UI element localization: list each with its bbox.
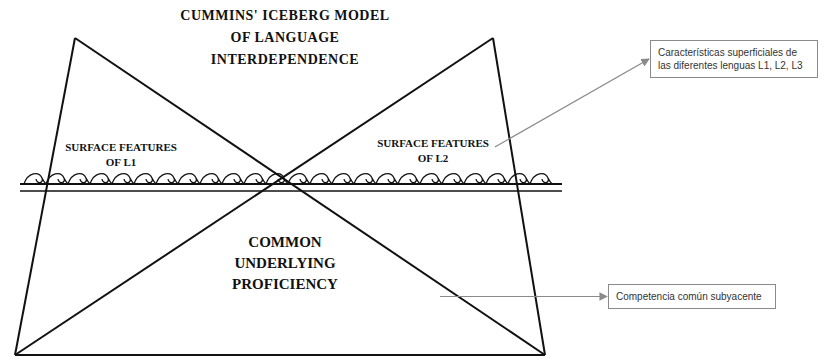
leader-arrow — [440, 296, 607, 297]
waterline — [20, 183, 562, 185]
iceberg-edge — [75, 38, 545, 355]
callout-box: Características superficiales de las dif… — [650, 40, 818, 78]
diagram-title: CUMMINS' ICEBERG MODEL OF LANGUAGE INTER… — [175, 5, 395, 71]
iceberg-label: COMMON UNDERLYING PROFICIENCY — [200, 232, 370, 295]
iceberg-edge — [15, 38, 75, 355]
iceberg-label: SURFACE FEATURES OF L1 — [62, 140, 180, 170]
callout-box: Competencia común subyacente — [608, 284, 776, 309]
leader-arrow — [495, 59, 649, 147]
iceberg-base — [15, 354, 545, 356]
iceberg-edge — [15, 38, 493, 355]
callout-text: Características superficiales de las dif… — [658, 46, 810, 72]
callout-text: Competencia común subyacente — [616, 290, 768, 303]
waterline — [20, 190, 562, 192]
iceberg-label: SURFACE FEATURES OF L2 — [374, 136, 492, 166]
wave-curls — [24, 174, 552, 184]
iceberg-edge — [493, 38, 545, 355]
